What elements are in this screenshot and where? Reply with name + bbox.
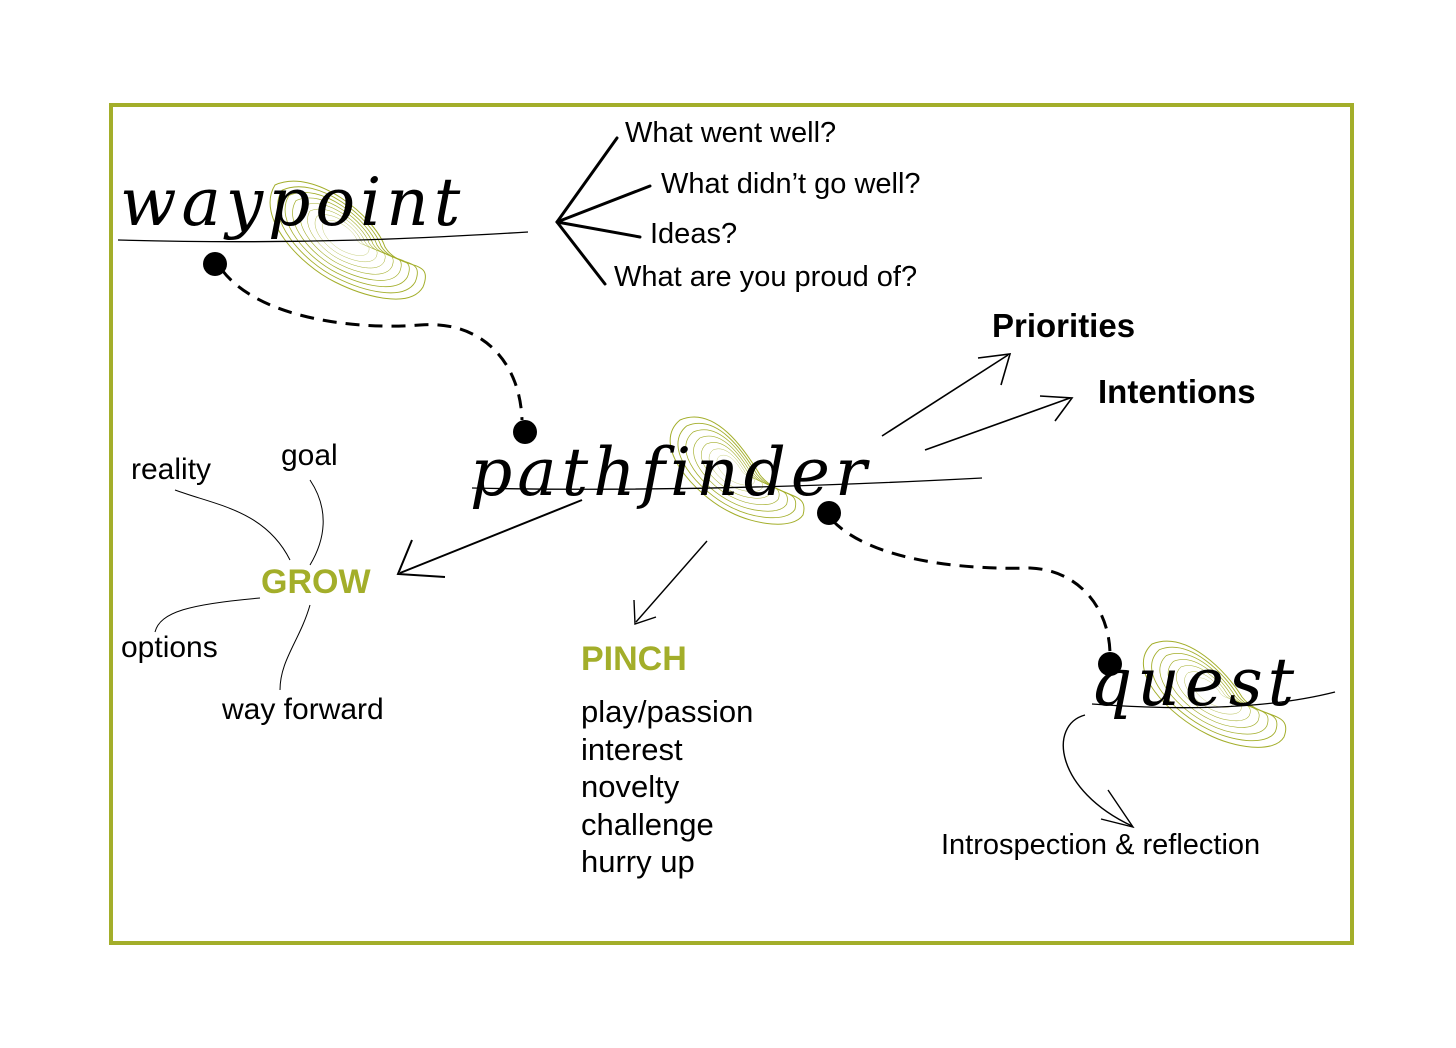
pinch-list: play/passion interest novelty challenge … (581, 693, 753, 881)
pathfinder-exit-dot (817, 501, 841, 525)
pinch-title: PINCH (581, 640, 687, 678)
diagram-frame (109, 103, 1354, 945)
pinch-item: play/passion (581, 694, 754, 729)
waypoint-question: What went well? (625, 117, 837, 149)
waypoint-fan-lines (555, 136, 652, 286)
waypoint-title: waypoint (120, 164, 466, 241)
grow-reality: reality (131, 453, 212, 486)
quest-node-dot (1098, 652, 1122, 676)
topo-blob-waypoint (269, 180, 426, 300)
pathfinder-title: pathfinder (470, 434, 872, 511)
quest-title: quest (1090, 644, 1300, 721)
arrow-to-pinch (633, 540, 708, 625)
pinch-item: hurry up (581, 844, 695, 879)
script-swashes (117, 231, 1336, 709)
arrow-to-introspection (1062, 714, 1135, 829)
arrow-to-priorities (881, 353, 1012, 437)
grow-title: GROW (261, 563, 371, 601)
dashed-path-pathfinder-quest (830, 518, 1112, 656)
grow-way-forward: way forward (222, 693, 384, 726)
grow-goal: goal (281, 439, 338, 472)
intentions-label: Intentions (1098, 373, 1256, 410)
pinch-item: challenge (581, 806, 714, 842)
waypoint-question: Ideas? (650, 218, 738, 250)
waypoint-question: What didn’t go well? (661, 168, 921, 200)
grow-connector-lines (154, 479, 324, 691)
waypoint-question: What are you proud of? (614, 261, 918, 293)
pinch-item: novelty (581, 769, 680, 804)
arrow-to-grow (396, 499, 583, 578)
dashed-path-waypoint-pathfinder (220, 269, 524, 421)
arrow-to-intentions (924, 395, 1074, 451)
grow-options: options (121, 631, 218, 664)
pathfinder-node-dot (513, 420, 537, 444)
pinch-item: interest (581, 731, 683, 767)
priorities-label: Priorities (992, 307, 1136, 344)
waypoint-node-dot (203, 252, 227, 276)
introspection-label: Introspection & reflection (941, 829, 1261, 861)
